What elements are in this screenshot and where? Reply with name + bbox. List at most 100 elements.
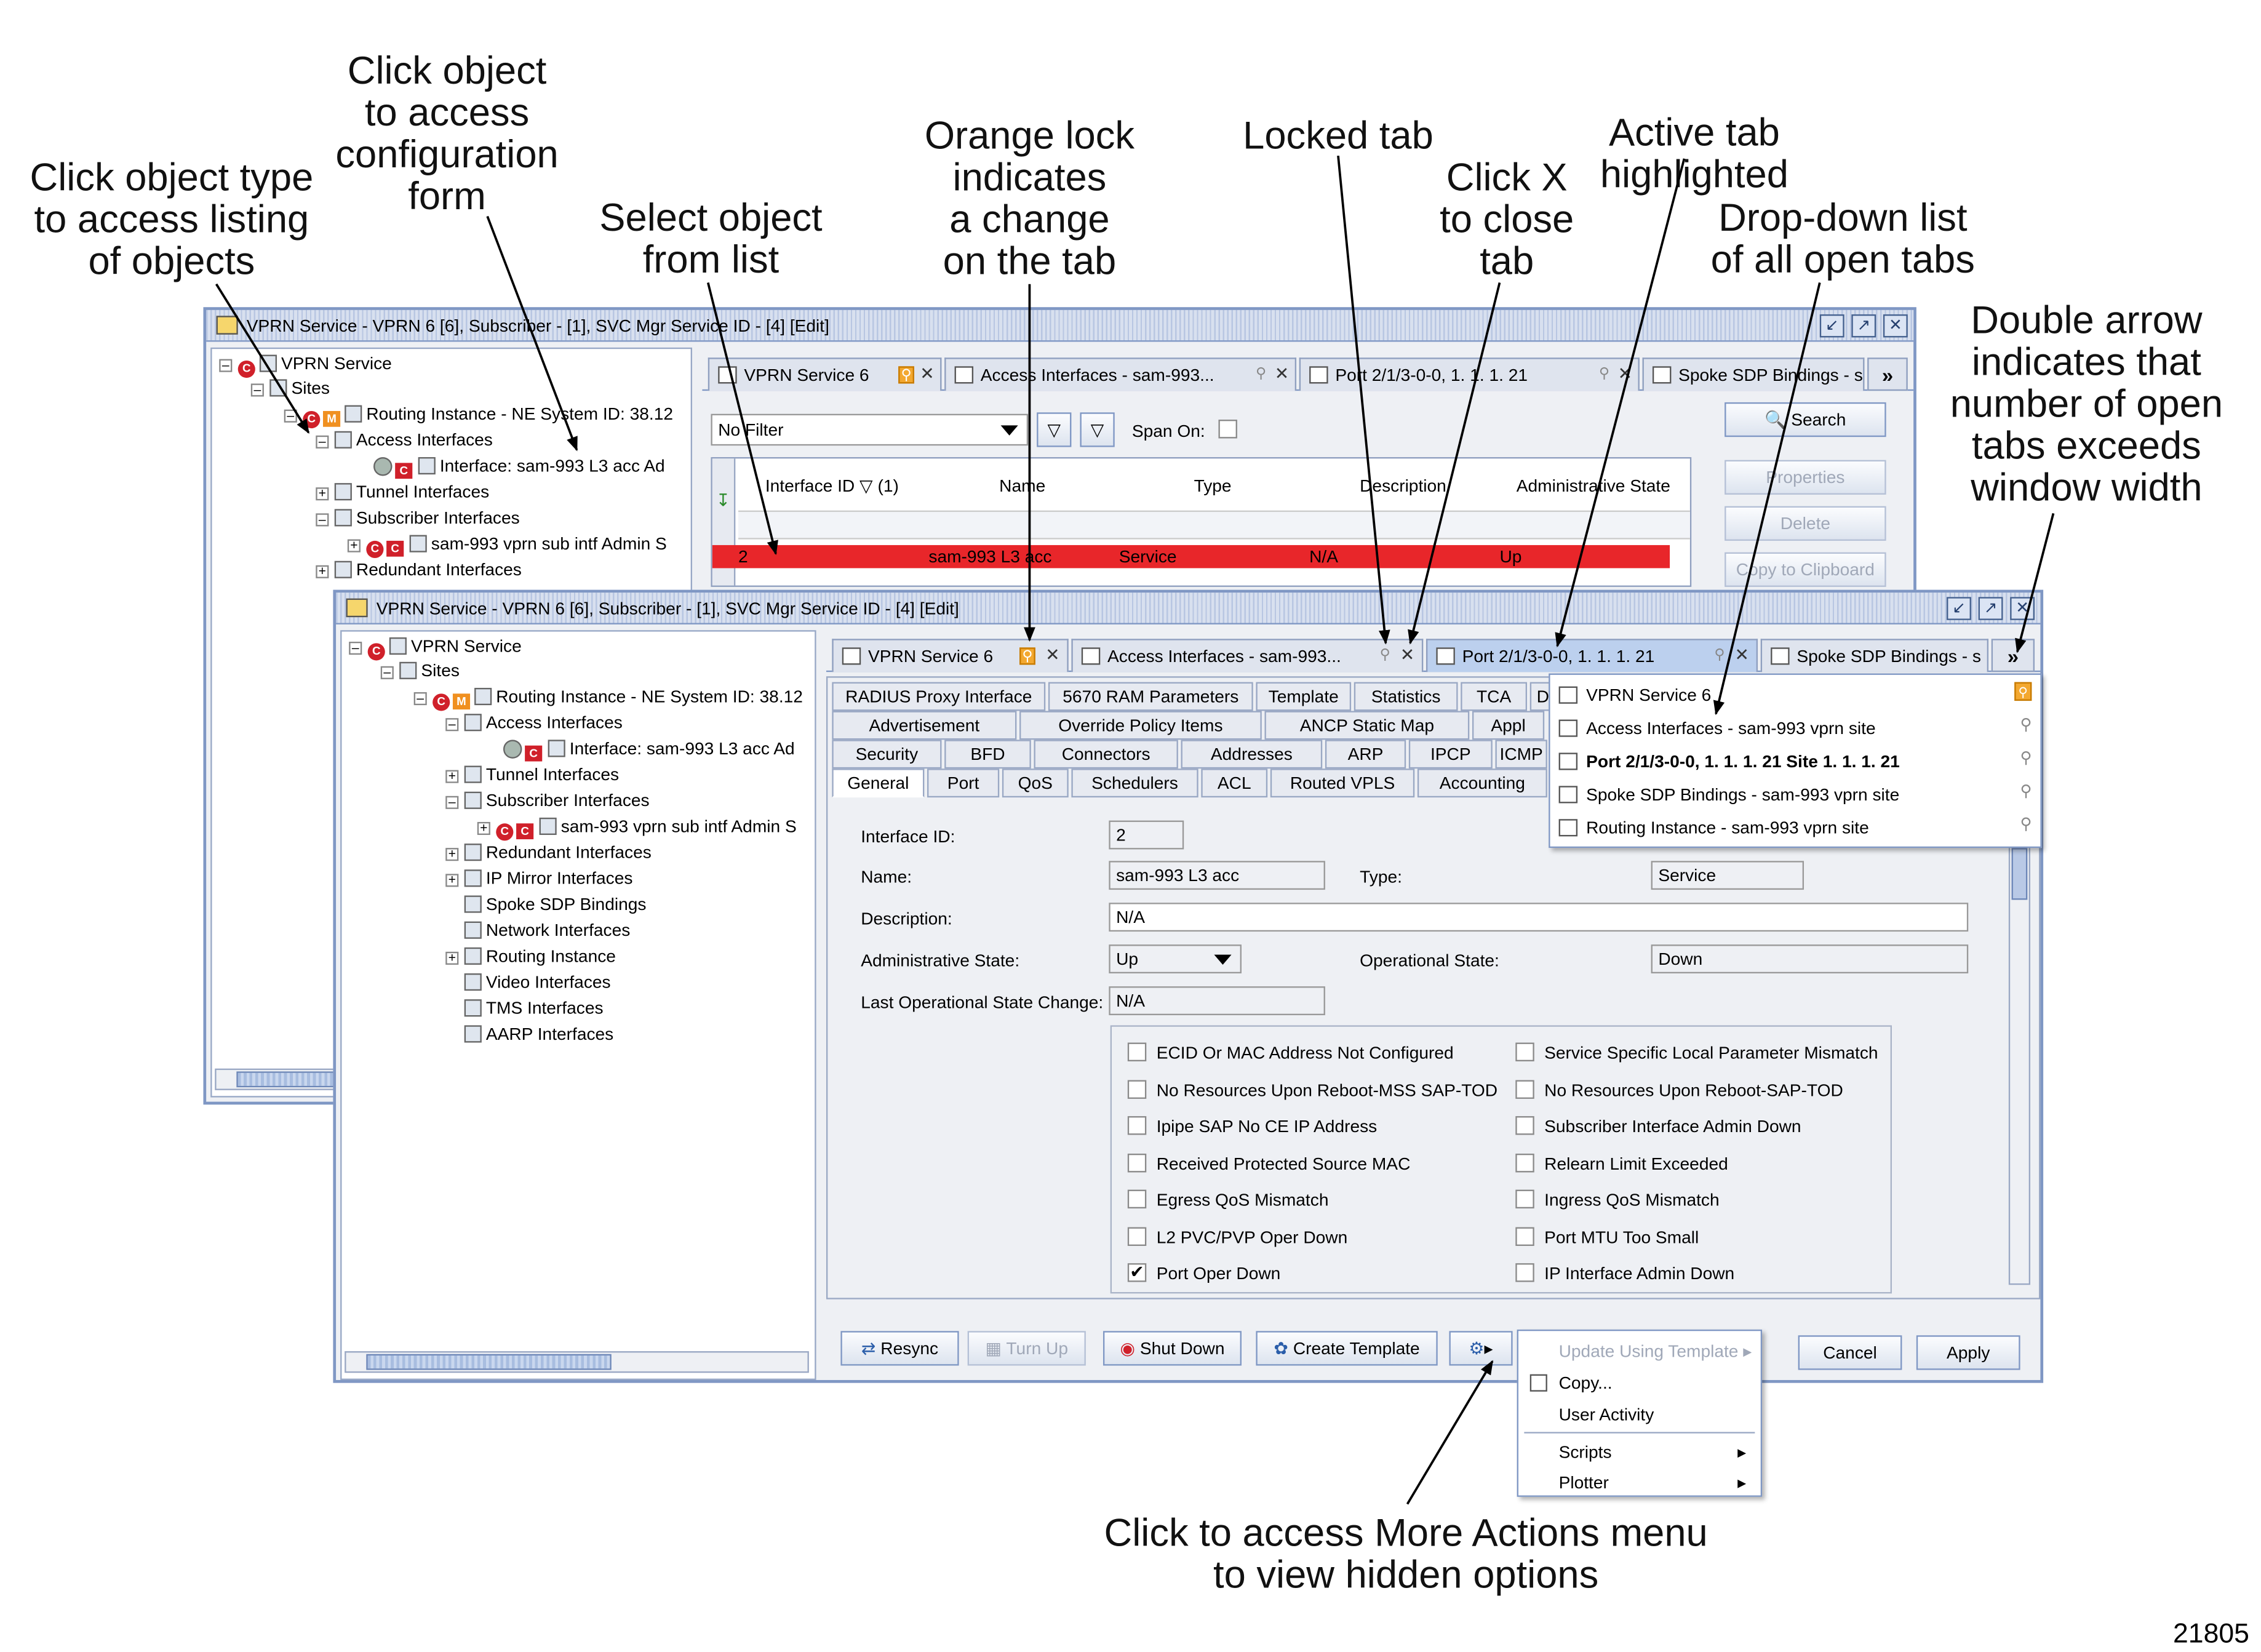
checkbox-box[interactable] <box>1127 1079 1147 1098</box>
expand-icon[interactable]: + <box>445 847 459 861</box>
filter-row[interactable] <box>738 510 1690 540</box>
subtab[interactable]: Appl <box>1472 711 1545 740</box>
tree-node[interactable]: AARP Interfaces <box>464 1024 613 1047</box>
flag-left-checkbox[interactable]: L2 PVC/PVP Oper Down <box>1127 1226 1347 1247</box>
more-tabs-button[interactable]: » <box>1991 639 2035 672</box>
tree-node[interactable]: Spoke SDP Bindings <box>464 894 646 917</box>
tab-spoke-sdp[interactable]: Spoke SDP Bindings - s <box>1760 639 1989 672</box>
close-tab-icon[interactable]: ✕ <box>1734 644 1750 665</box>
properties-button[interactable]: Properties <box>1725 460 1886 495</box>
collapse-icon[interactable]: – <box>445 717 459 732</box>
flag-right-checkbox[interactable]: Subscriber Interface Admin Down <box>1515 1116 1801 1136</box>
tree-node[interactable]: +IP Mirror Interfaces <box>445 868 632 892</box>
close-tab-icon[interactable]: ✕ <box>1400 644 1415 665</box>
admin-state-select[interactable]: Up <box>1109 944 1242 974</box>
expand-icon[interactable]: + <box>316 487 329 501</box>
open-tab-item[interactable]: Access Interfaces - sam-993 vprn site <box>1558 717 1876 740</box>
delete-button[interactable]: Delete <box>1725 506 1886 541</box>
subtab[interactable]: ARP <box>1325 740 1406 769</box>
tree-node[interactable]: Video Interfaces <box>464 972 611 996</box>
name-field[interactable]: sam-993 L3 acc <box>1109 861 1325 890</box>
checkbox-box[interactable] <box>1127 1189 1147 1209</box>
tab-vprn-service[interactable]: VPRN Service 6⚲✕ <box>832 639 1069 672</box>
flag-left-checkbox[interactable]: ECID Or MAC Address Not Configured <box>1127 1042 1454 1063</box>
subtab[interactable]: Schedulers <box>1071 768 1198 798</box>
collapse-icon[interactable]: – <box>445 796 459 809</box>
close-tab-icon[interactable]: ✕ <box>1274 363 1290 384</box>
front-window-titlebar[interactable]: VPRN Service - VPRN 6 [6], Subscriber - … <box>336 593 2041 624</box>
collapse-icon[interactable]: – <box>380 666 394 679</box>
menu-item-update-using-template[interactable]: Update Using Template ▸ <box>1558 1341 1752 1362</box>
menu-item-user-activity[interactable]: User Activity <box>1558 1404 1654 1425</box>
flag-right-checkbox[interactable]: Port MTU Too Small <box>1515 1226 1699 1247</box>
close-tab-icon[interactable]: ✕ <box>1617 363 1633 384</box>
checkbox-box[interactable] <box>1515 1226 1534 1245</box>
checkbox-box[interactable] <box>1515 1263 1534 1282</box>
flag-right-checkbox[interactable]: IP Interface Admin Down <box>1515 1263 1734 1283</box>
tree-node[interactable]: +Redundant Interfaces <box>445 842 652 866</box>
collapse-icon[interactable]: – <box>349 641 362 655</box>
last-change-field[interactable]: N/A <box>1109 986 1325 1015</box>
maximize-icon[interactable]: ↗ <box>1851 314 1876 338</box>
expand-icon[interactable]: + <box>445 951 459 965</box>
subtab[interactable]: BFD <box>944 740 1031 769</box>
tree-node[interactable]: –Subscriber Interfaces <box>316 508 520 531</box>
subtab[interactable]: Template <box>1256 682 1352 711</box>
column-header[interactable]: Interface ID ▽ (1) <box>765 476 899 497</box>
close-icon[interactable]: ✕ <box>2010 597 2035 620</box>
checkbox-box[interactable] <box>1515 1152 1534 1172</box>
flag-right-checkbox[interactable]: Service Specific Local Parameter Mismatc… <box>1515 1042 1878 1063</box>
flag-left-checkbox[interactable]: Ipipe SAP No CE IP Address <box>1127 1116 1377 1136</box>
menu-item-scripts[interactable]: Scripts▸ <box>1558 1442 1747 1462</box>
checkbox-box[interactable] <box>1127 1116 1147 1135</box>
tab-spoke-sdp[interactable]: Spoke SDP Bindings - s <box>1642 357 1865 391</box>
description-field[interactable]: N/A <box>1109 903 1969 932</box>
expand-icon[interactable]: + <box>316 565 329 578</box>
checkbox-box[interactable]: ✔ <box>1127 1263 1147 1282</box>
subtab[interactable]: 5670 RAM Parameters <box>1048 682 1253 711</box>
turn-up-button[interactable]: ▦ Turn Up <box>967 1331 1086 1366</box>
subtab[interactable]: QoS <box>1002 768 1069 798</box>
oper-state-field[interactable]: Down <box>1651 944 1969 974</box>
subtab[interactable]: Override Policy Items <box>1019 711 1262 740</box>
subtab[interactable]: Statistics <box>1354 682 1458 711</box>
tree-node[interactable]: –Subscriber Interfaces <box>445 790 650 813</box>
tree-node[interactable]: TMS Interfaces <box>464 998 604 1021</box>
tree-horizontal-scrollbar[interactable] <box>345 1351 809 1373</box>
subtab[interactable]: D <box>1529 682 1556 711</box>
subtab[interactable]: Connectors <box>1034 740 1178 769</box>
close-icon[interactable]: ✕ <box>1883 314 1908 338</box>
checkbox-box[interactable] <box>1127 1042 1147 1061</box>
flag-right-checkbox[interactable]: Ingress QoS Mismatch <box>1515 1189 1720 1210</box>
tree-node[interactable]: +Tunnel Interfaces <box>316 482 489 505</box>
flag-right-checkbox[interactable]: Relearn Limit Exceeded <box>1515 1152 1728 1173</box>
clear-filter-icon[interactable]: ▽ <box>1080 412 1115 447</box>
more-actions-button[interactable]: ⚙▸ <box>1449 1331 1513 1366</box>
column-header[interactable]: Description <box>1360 476 1446 497</box>
open-tab-item[interactable]: VPRN Service 6 <box>1558 684 1711 707</box>
subtab[interactable]: Accounting <box>1417 768 1547 798</box>
tab-port[interactable]: Port 2/1/3-0-0, 1. 1. 1. 21⚲✕ <box>1299 357 1640 391</box>
subtab[interactable]: IPCP <box>1408 740 1493 769</box>
tree-node[interactable]: +Tunnel Interfaces <box>445 764 619 788</box>
subtab[interactable]: Port <box>927 768 1000 798</box>
tree-node[interactable]: +Routing Instance <box>445 946 616 970</box>
expand-icon[interactable]: + <box>445 873 459 887</box>
tree-node[interactable]: –Access Interfaces <box>445 712 623 736</box>
collapse-icon[interactable]: – <box>316 435 329 449</box>
filter-select[interactable]: No Filter <box>711 413 1029 446</box>
type-field[interactable]: Service <box>1651 861 1804 890</box>
form-vertical-scrollbar[interactable] <box>2008 835 2030 1285</box>
subtab[interactable]: Routed VPLS <box>1270 768 1415 798</box>
open-tab-item[interactable]: Routing Instance - sam-993 vprn site <box>1558 816 1869 840</box>
tree-node[interactable]: –Access Interfaces <box>316 429 493 453</box>
column-header[interactable]: Administrative State <box>1516 476 1670 497</box>
tab-port-active[interactable]: Port 2/1/3-0-0, 1. 1. 1. 21⚲✕ <box>1426 639 1758 672</box>
minimize-icon[interactable]: ↙ <box>1819 314 1844 338</box>
